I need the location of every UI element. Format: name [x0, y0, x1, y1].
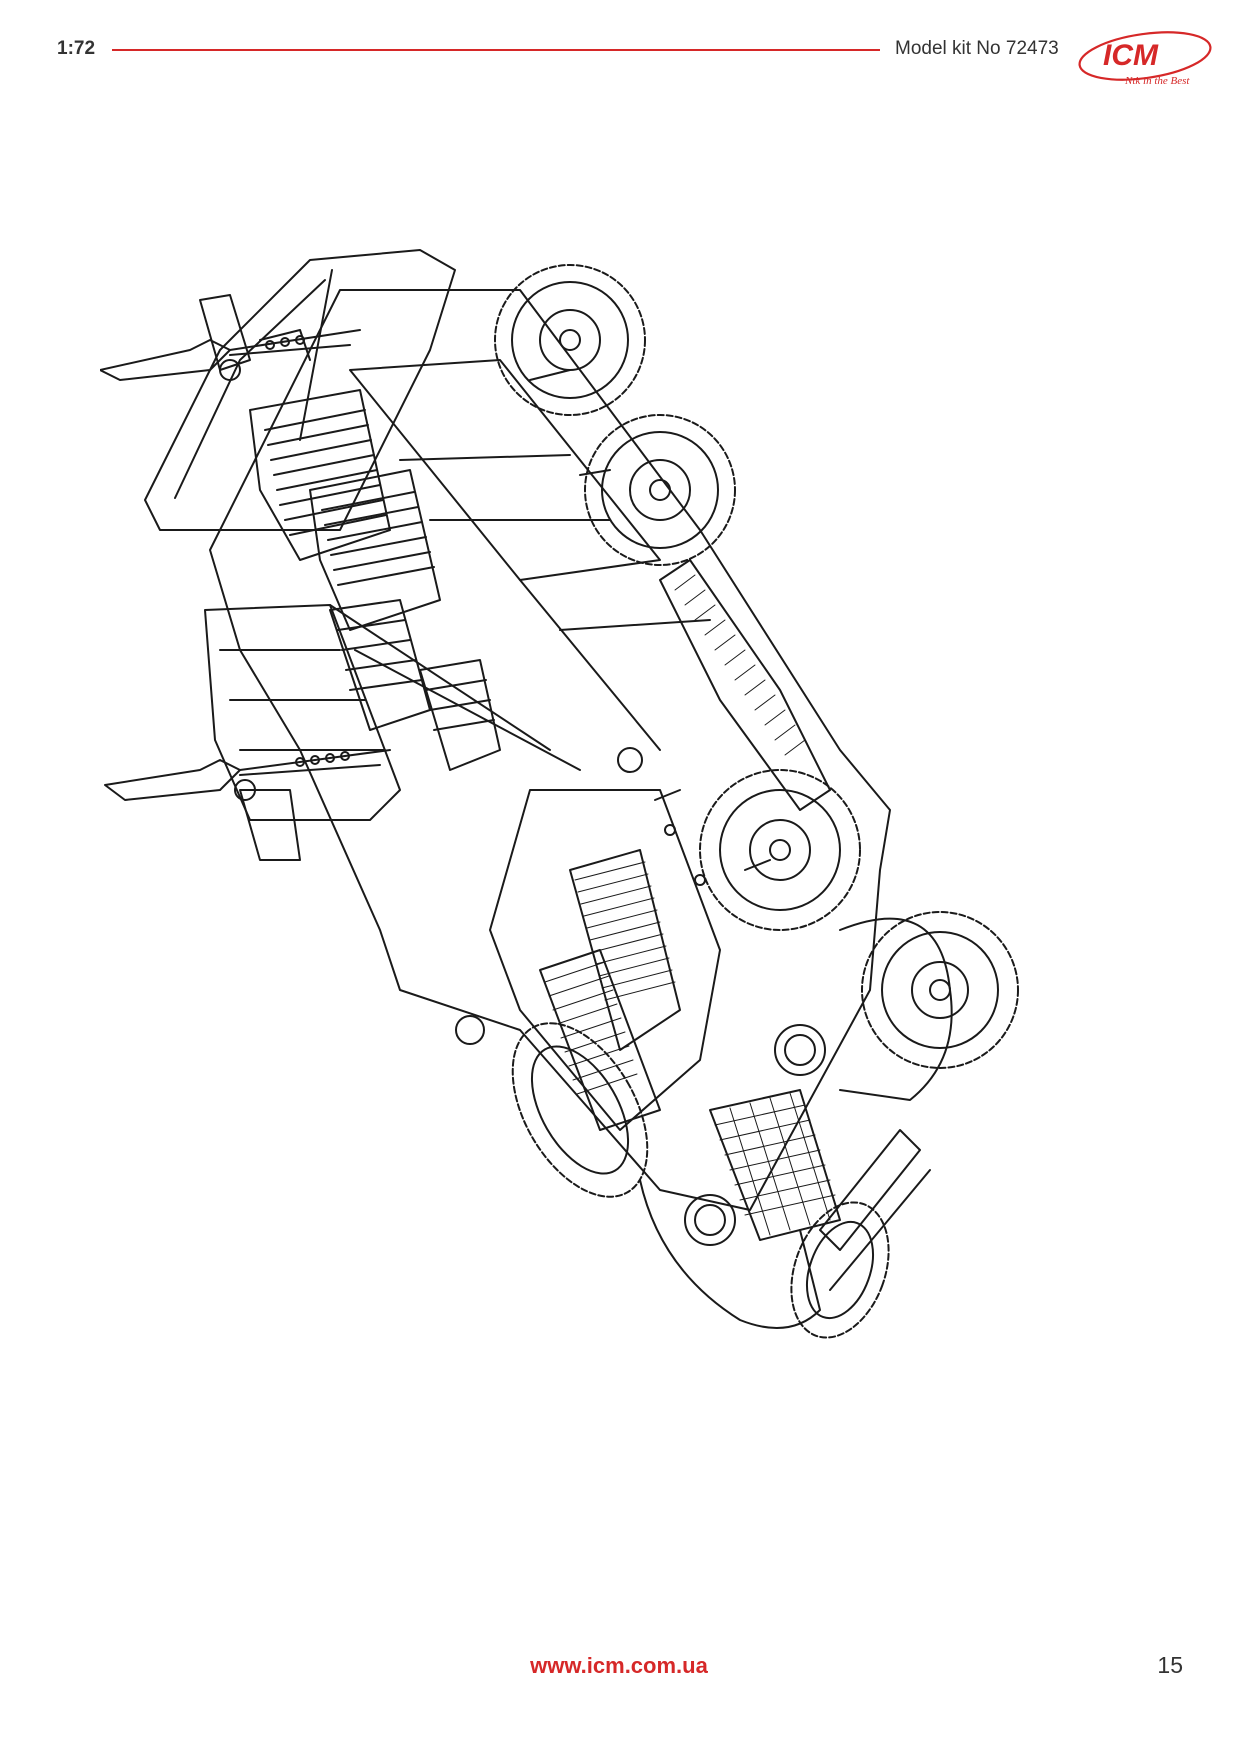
page-header: 1:72 Model kit No 72473 ICM Ntk in the B… [0, 0, 1238, 100]
wheel-rear-1 [494, 264, 646, 416]
wheel-front-bottom [790, 1201, 890, 1339]
footer-website-link[interactable]: www.icm.com.ua [530, 1653, 708, 1678]
side-lamp-2 [617, 747, 643, 773]
page-number: 15 [1157, 1652, 1183, 1678]
door-panels [349, 359, 661, 581]
icm-logo: ICM Ntk in the Best [1078, 31, 1212, 87]
wheel-rear-2 [584, 414, 736, 566]
front-bumper [819, 1129, 921, 1251]
wheel-front-right [699, 769, 861, 931]
rear-seat-2 [309, 469, 441, 631]
svg-text:ICM: ICM [1103, 39, 1159, 72]
radiator-grille [709, 1089, 841, 1241]
vehicle-illustration [100, 249, 1019, 1339]
engine-hood [489, 789, 721, 1131]
rear-seat [249, 389, 391, 561]
hood-louvers [544, 861, 676, 1095]
wheel-front-left [511, 1022, 649, 1198]
folded-canopy [144, 249, 456, 531]
kit-number: Model kit No 72473 [895, 38, 1059, 59]
wheel-spare [861, 911, 1019, 1069]
side-lamp [455, 1015, 485, 1045]
machine-gun-rear [100, 294, 361, 381]
header-rule [112, 49, 880, 51]
headlight-left [684, 1194, 736, 1246]
machine-gun-front [104, 749, 391, 861]
scale-label: 1:72 [57, 38, 96, 59]
front-seat [329, 599, 501, 771]
running-board [659, 559, 831, 811]
svg-text:Ntk in the Best: Ntk in the Best [1124, 75, 1190, 87]
front-fender-right [839, 917, 953, 1101]
headlight-right [774, 1024, 826, 1076]
